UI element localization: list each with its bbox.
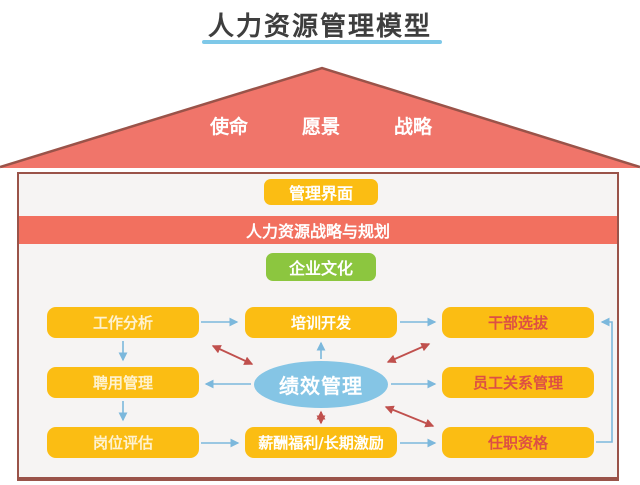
- title-underline: [202, 40, 442, 44]
- page-title: 人力资源管理模型: [207, 12, 432, 42]
- roof-labels: 使命 愿景 战略: [210, 112, 432, 139]
- node-hiring-management: 聘用管理: [47, 367, 199, 398]
- node-job-analysis: 工作分析: [47, 307, 199, 338]
- hr-strategy-banner: 人力资源战略与规划: [19, 216, 617, 244]
- arrow-performance-job-analysis: [211, 345, 254, 365]
- red-arrows: [211, 342, 435, 428]
- corporate-culture-box: 企业文化: [266, 253, 376, 281]
- node-cadre-selection: 干部选拔: [442, 307, 594, 338]
- node-employee-relations: 员工关系管理: [442, 367, 594, 398]
- node-compensation-incentives: 薪酬福利/长期激励: [245, 427, 397, 458]
- node-performance-management: 绩效管理: [254, 361, 388, 408]
- roof-edge-border: [0, 66, 640, 169]
- roof-label-mission: 使命: [210, 116, 249, 138]
- connector-qualification-to-cadre-selection: [596, 317, 613, 443]
- node-training-development: 培训开发: [245, 307, 397, 338]
- roof-label-strategy: 战略: [393, 116, 432, 138]
- arrow-performance-cadre-selection: [386, 342, 431, 364]
- blue-arrows: [118, 317, 613, 448]
- roof-label-vision: 愿景: [301, 116, 340, 138]
- roof-triangle: [0, 68, 640, 168]
- arrow-performance-qualification: [384, 405, 435, 428]
- node-position-evaluation: 岗位评估: [47, 427, 199, 458]
- management-interface-box: 管理界面: [264, 179, 378, 205]
- node-qualification: 任职资格: [442, 427, 594, 458]
